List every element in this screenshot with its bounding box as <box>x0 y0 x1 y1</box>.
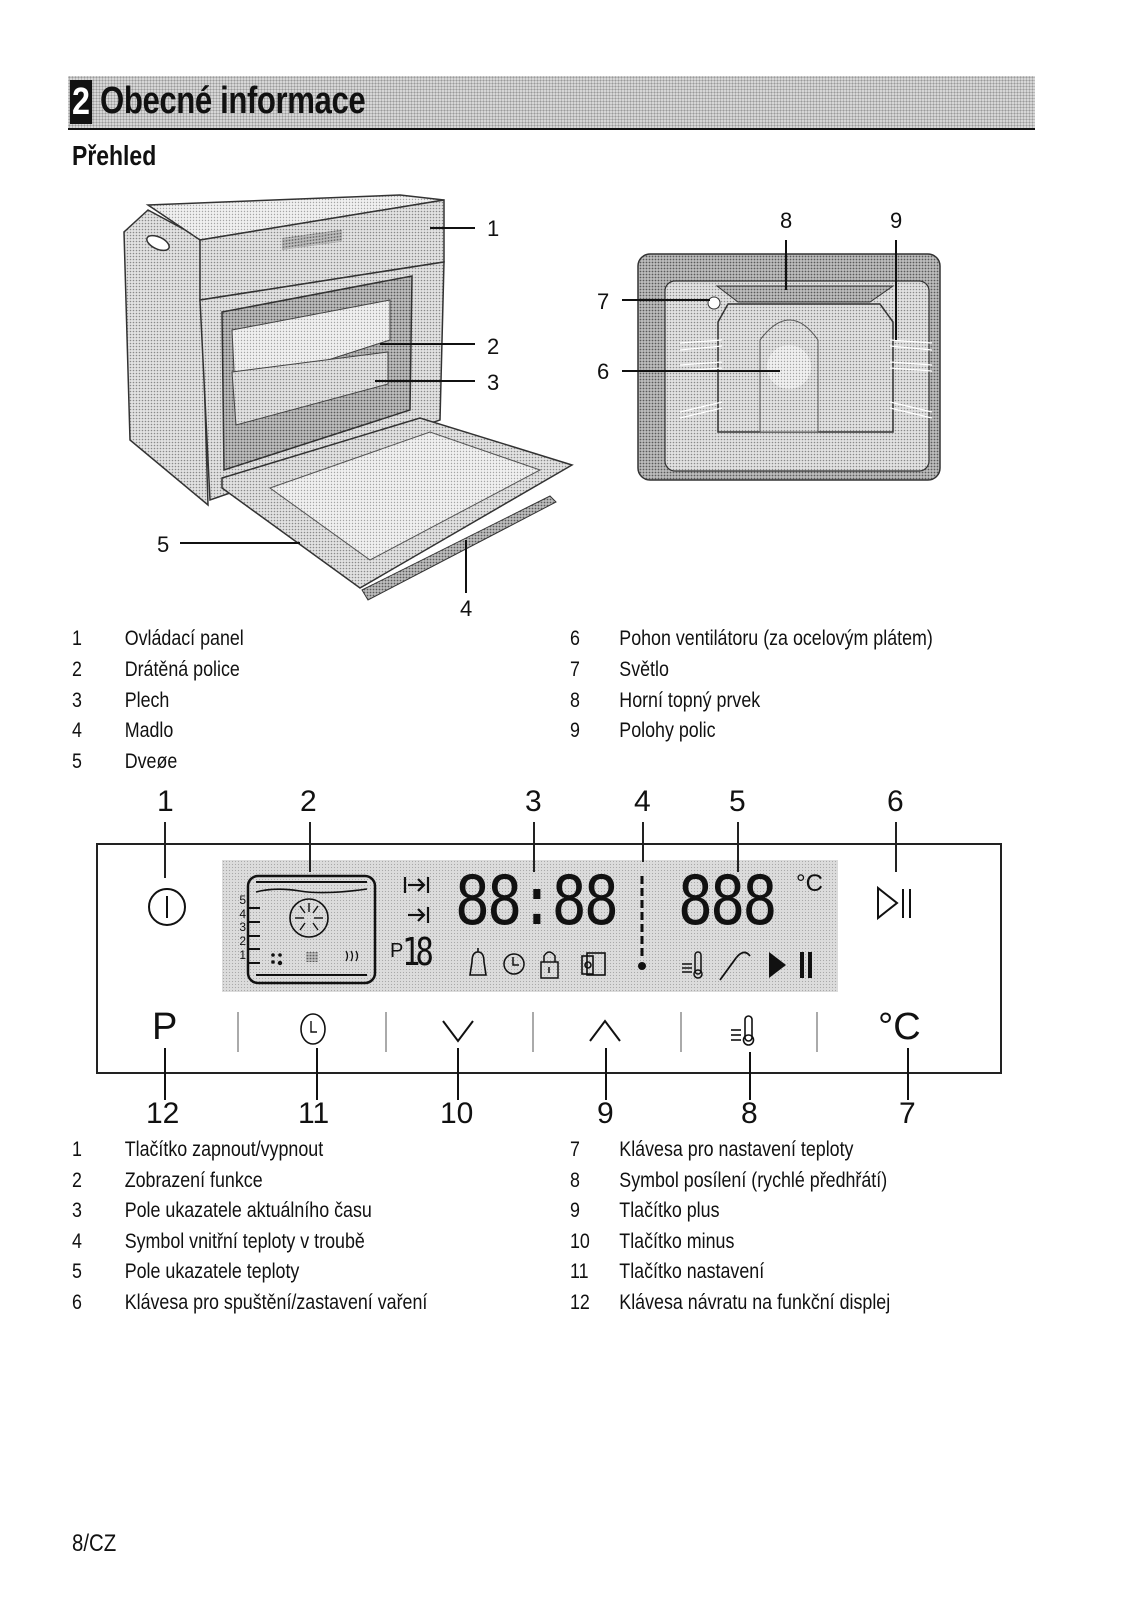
shelf-rails-left <box>679 339 723 419</box>
callout-6: 6 <box>597 359 610 384</box>
panel-callout-3: 3 <box>525 785 542 818</box>
grill-icon <box>306 952 318 962</box>
plus-button[interactable] <box>580 1005 630 1050</box>
chapter-title: Obecné informace <box>100 80 366 122</box>
panel-callout-5: 5 <box>729 785 746 818</box>
callout-8: 8 <box>780 208 793 233</box>
chevron-up-icon <box>589 1019 621 1042</box>
callout-2: 2 <box>487 334 500 359</box>
chevron-down-icon <box>442 1020 474 1043</box>
oven-light <box>707 296 721 310</box>
panel-callout-8: 8 <box>741 1097 758 1130</box>
program-number-display: 18 <box>402 930 434 974</box>
callout-4: 4 <box>460 596 473 621</box>
temperature-unit: °C <box>796 870 823 897</box>
callout-7: 7 <box>597 289 610 314</box>
program-prefix: P <box>390 940 404 962</box>
setting-button[interactable] <box>300 1013 326 1045</box>
fan-icon <box>289 898 329 938</box>
section-title: Přehled <box>72 140 157 171</box>
rapid-heat-icon <box>682 951 703 979</box>
fan <box>767 345 811 389</box>
panel-callout-1: 1 <box>157 785 174 818</box>
start-stop-button[interactable] <box>877 885 911 921</box>
bottom-heat-icon <box>345 950 359 962</box>
power-button[interactable] <box>148 888 186 926</box>
panel-callout-4: 4 <box>634 785 651 818</box>
program-button[interactable]: P <box>152 1006 178 1048</box>
play-icon <box>769 952 786 978</box>
chapter-header-band <box>68 76 1035 130</box>
function-display <box>246 874 377 985</box>
power-icon <box>148 888 186 926</box>
rapid-heat-button[interactable] <box>725 1005 775 1050</box>
page-number: 8/CZ <box>72 1530 117 1557</box>
lock-icon <box>540 951 559 979</box>
callout-5: 5 <box>157 532 170 557</box>
minus-button[interactable] <box>433 1005 483 1050</box>
panel-callout-11: 11 <box>298 1097 330 1130</box>
temperature-display: 888 <box>678 862 777 941</box>
clock-icon <box>300 1013 326 1045</box>
shelf-level-marks <box>248 907 260 964</box>
oven-illustration <box>123 194 941 601</box>
panel-callout-7: 7 <box>899 1097 916 1130</box>
panel-callout-6: 6 <box>887 785 904 818</box>
oven-door-glass <box>268 431 542 561</box>
pause-icon <box>800 952 812 978</box>
callout-9: 9 <box>890 208 903 233</box>
oven-mini-display <box>282 229 342 250</box>
baking-tray <box>231 351 389 426</box>
bell-icon <box>469 948 487 976</box>
control-panel-frame <box>96 843 1002 1074</box>
time-display: 88:88 <box>455 862 619 941</box>
panel-callout-10: 10 <box>440 1097 474 1130</box>
oven-vent <box>146 234 170 252</box>
defrost-icon <box>271 953 283 966</box>
shelf-level-labels: 5 4 3 2 1 <box>239 893 246 962</box>
door-lock-icon <box>581 952 606 976</box>
top-heating-element <box>715 285 895 303</box>
rapid-heat-icon <box>731 1015 755 1046</box>
play-pause-icon <box>877 885 899 921</box>
oven-handle <box>361 495 557 601</box>
control-panel-graphics <box>148 874 911 1100</box>
panel-callout-2: 2 <box>300 785 317 818</box>
chapter-number: 2 <box>70 80 93 124</box>
callout-1: 1 <box>487 216 500 241</box>
temperature-button[interactable]: °C <box>878 1006 921 1048</box>
meat-probe-icon <box>719 951 751 981</box>
callout-3: 3 <box>487 370 500 395</box>
panel-callout-12: 12 <box>146 1097 180 1130</box>
end-time-icon <box>408 907 430 923</box>
clock-icon <box>503 953 525 975</box>
shelf-rails-right <box>889 339 933 419</box>
duration-icon <box>403 877 430 893</box>
panel-callout-9: 9 <box>597 1097 614 1130</box>
